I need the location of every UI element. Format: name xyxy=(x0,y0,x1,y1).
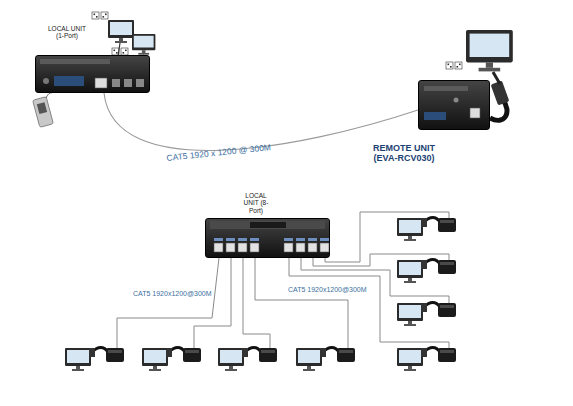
remote-receiver xyxy=(320,348,355,363)
input-device-panel xyxy=(37,102,47,114)
input-cable xyxy=(46,93,52,98)
cable-label: CAT5 1920x1200@300M xyxy=(133,290,212,297)
unit-label: REMOTE UNIT (EVA-RCV030) xyxy=(363,143,445,164)
cat5-wire xyxy=(194,258,231,348)
monitor-symbol xyxy=(466,30,513,71)
monitor-symbol xyxy=(108,20,134,43)
monitor-symbol xyxy=(397,303,423,326)
cat5-wire xyxy=(243,258,270,348)
remote-receiver xyxy=(166,348,201,363)
remote-receiver xyxy=(421,218,456,233)
remote-receiver xyxy=(421,348,456,363)
device-unit: LOCAL UNIT (1-Port) xyxy=(35,55,150,93)
device-unit: REMOTE UNIT (EVA-RCV030) xyxy=(418,80,490,130)
cat5-wire xyxy=(255,258,348,348)
unit-label: LOCAL UNIT (1-Port) xyxy=(44,25,90,40)
signal-icon xyxy=(446,62,462,69)
unit-label: LOCAL UNIT (8-Port) xyxy=(241,192,271,214)
monitor-symbol xyxy=(132,34,155,55)
monitor-symbol xyxy=(397,348,423,371)
remote-receiver xyxy=(242,348,277,363)
vga-connector xyxy=(491,81,510,106)
cat5-cable xyxy=(104,93,418,150)
cable-label: CAT5 1920x1200@300M xyxy=(288,286,367,293)
device-unit: LOCAL UNIT (8-Port) xyxy=(205,218,330,258)
signal-icon xyxy=(112,48,128,55)
signal-icon xyxy=(92,12,108,19)
monitor-symbol xyxy=(65,348,91,371)
monitor-symbol xyxy=(397,260,423,283)
monitor-symbol xyxy=(218,348,244,371)
monitor-symbol xyxy=(142,348,168,371)
remote-receiver xyxy=(421,260,456,275)
monitor-symbol xyxy=(296,348,322,371)
remote-receiver xyxy=(421,303,456,318)
monitor-symbol xyxy=(397,218,423,241)
vga-cable xyxy=(493,72,500,84)
remote-receiver xyxy=(89,348,124,363)
cat5-wires xyxy=(117,212,449,348)
cat5-wire xyxy=(117,258,219,348)
input-device xyxy=(33,97,54,128)
cable-label: CAT5 1920 x 1200 @ 300M xyxy=(166,142,271,163)
